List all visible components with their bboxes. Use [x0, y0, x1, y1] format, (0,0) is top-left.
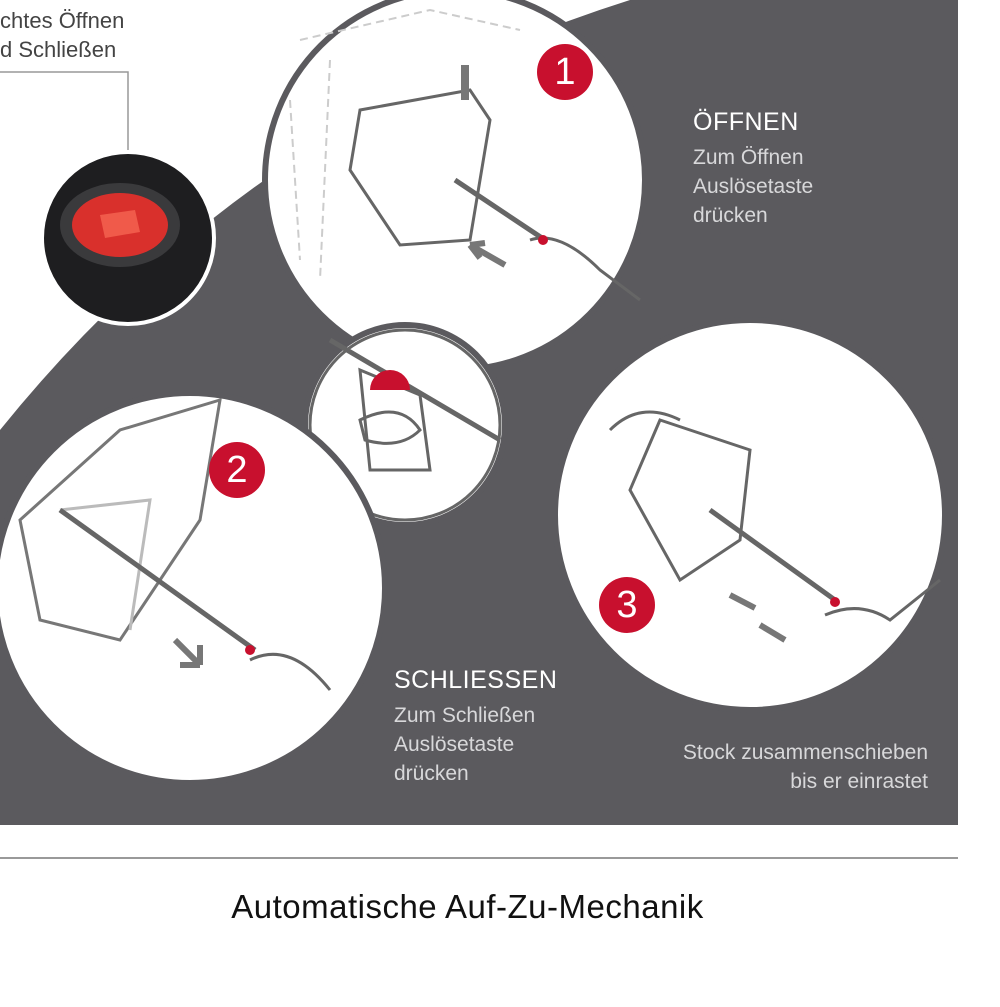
step3-text: Stock zusammenschieben bis er einrastet: [683, 738, 928, 796]
step2-line: Zum Schließen: [394, 704, 536, 727]
step1-text: ÖFFNEN Zum Öffnen Auslösetaste drücken: [693, 108, 813, 230]
top-left-caption: chtes Öffnen d Schließen: [0, 6, 124, 64]
button-photo: [40, 150, 216, 326]
step-badge-2: 2: [209, 442, 265, 498]
caption-line: d Schließen: [0, 37, 117, 62]
step2-line: drücken: [394, 762, 469, 785]
step2-line: Auslösetaste: [394, 733, 515, 756]
step3-illustration: [552, 317, 948, 713]
footer-title: Automatische Auf-Zu-Mechanik: [231, 888, 704, 925]
step-badge-3: 3: [599, 577, 655, 633]
step2-text: SCHLIESSEN Zum Schließen Auslösetaste dr…: [394, 666, 557, 788]
step1-line: Zum Öffnen: [693, 146, 804, 169]
step2-heading: SCHLIESSEN: [394, 666, 558, 694]
button-detail-illustration: [302, 322, 508, 528]
step1-line: drücken: [693, 204, 768, 227]
white-curve-area: [0, 0, 630, 430]
step1-line: Auslösetaste: [693, 175, 814, 198]
callout-line: [0, 71, 129, 160]
step3-line: Stock zusammenschieben: [682, 741, 928, 764]
step2-illustration: [0, 390, 388, 786]
caption-line: chtes Öffnen: [0, 8, 125, 33]
step3-line: bis er einrastet: [790, 770, 928, 793]
step1-heading: ÖFFNEN: [693, 108, 799, 136]
step-badge-1: 1: [537, 44, 593, 100]
